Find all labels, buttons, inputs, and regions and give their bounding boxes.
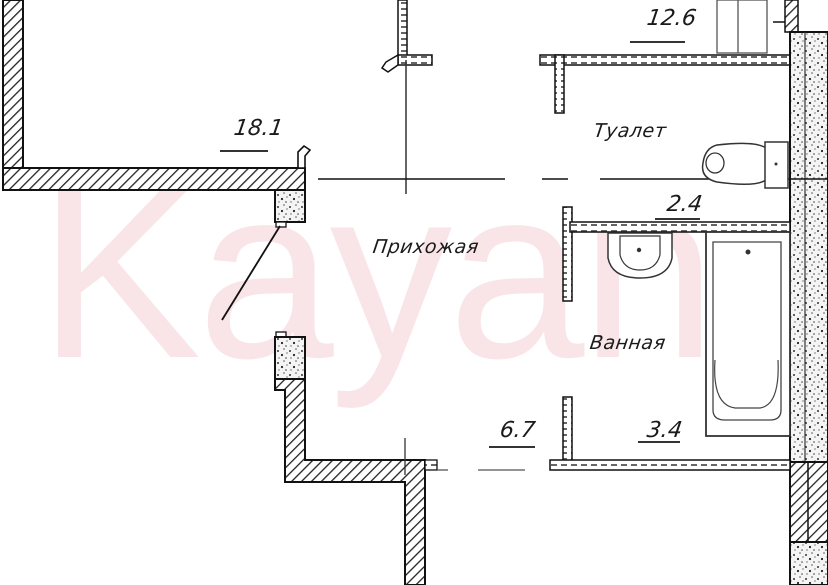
toilet-area-underline [655,218,700,220]
hallway-area: 6.7 [498,418,537,443]
washbasin-icon [607,232,673,279]
kitchen-bottom-wall [539,0,799,114]
hallway-walls [274,378,525,585]
living-room-area: 18.1 [232,116,285,141]
wet-zone-partitions [549,206,791,471]
kitchen-area-underline [630,41,685,43]
bathroom-area-underline [638,441,680,443]
bathroom-room-label: Ванная [588,332,668,354]
toilet-room-label: Туалет [592,120,668,142]
toilet-bowl-icon [701,141,789,189]
kitchen-area: 12.6 [645,6,698,31]
bathroom-area: 3.4 [645,418,684,443]
entry-door [221,189,306,380]
hallway-area-underline [489,446,535,448]
partition-top [380,0,433,194]
toilet-area: 2.4 [665,192,704,217]
right-exterior-wall [789,31,828,585]
hallway-room-label: Прихожая [371,236,481,258]
living-room-area-underline [220,150,268,152]
living-room-walls [2,0,312,191]
bathtub-icon [705,231,791,437]
